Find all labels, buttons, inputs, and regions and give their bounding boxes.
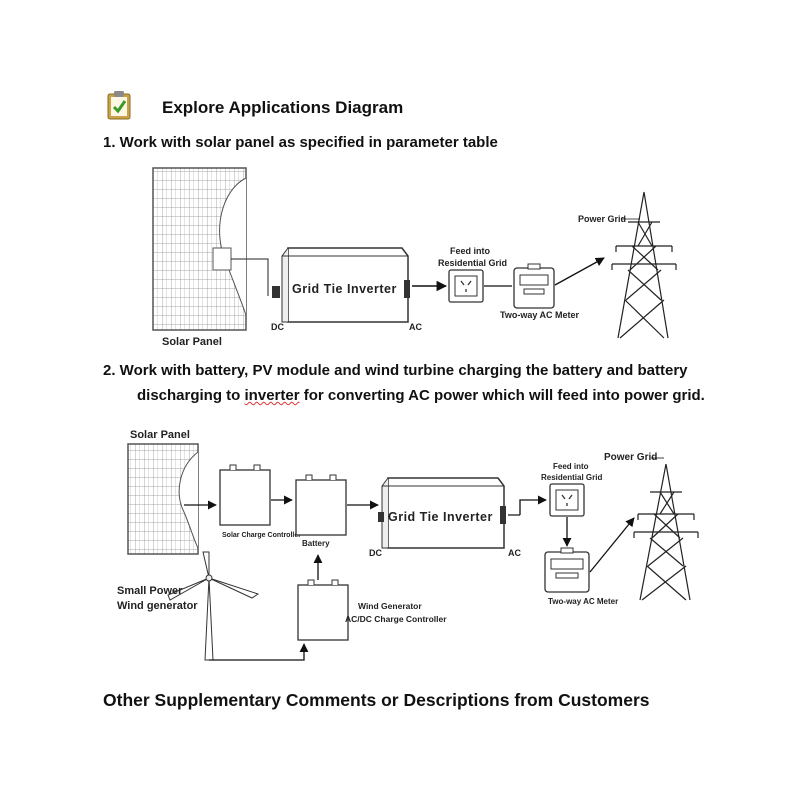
step-1-text: 1. Work with solar panel as specified in… — [103, 134, 498, 151]
step-2-text-a: discharging to — [137, 387, 245, 404]
power-tower-2 — [633, 463, 699, 601]
meter-1 — [513, 263, 555, 309]
power-tower-1 — [611, 191, 677, 339]
feed-2-label-2: Residential Grid — [541, 473, 602, 482]
feed-label-1: Feed into — [450, 246, 491, 256]
feed-2-label-1: Feed into — [553, 462, 589, 471]
solar-panel-2-label: Solar Panel — [130, 429, 190, 441]
footer-heading: Other Supplementary Comments or Descript… — [103, 690, 650, 710]
wind-label-2: Wind generator — [117, 600, 198, 612]
inverter-2-label: Grid Tie Inverter — [388, 510, 493, 524]
battery — [295, 474, 347, 536]
wind-label-1: Small Power — [117, 585, 183, 597]
meter-label: Two-way AC Meter — [500, 310, 580, 320]
feed-label-2: Residential Grid — [438, 258, 507, 268]
inverter-1 — [281, 247, 410, 323]
inverter-2 — [378, 477, 506, 549]
outlet-1 — [448, 269, 484, 303]
outlet-2 — [549, 483, 585, 517]
solar-panel-2 — [127, 443, 199, 555]
meter-2 — [544, 547, 590, 593]
step-2-text-word: inverter — [244, 387, 300, 404]
clipboard-check-icon — [107, 91, 131, 120]
dc-label: DC — [271, 322, 284, 332]
step-2-text-line1: 2. Work with battery, PV module and wind… — [103, 362, 688, 379]
battery-label: Battery — [302, 539, 330, 548]
power-grid-2-label: Power Grid — [604, 452, 657, 463]
meter-2-label: Two-way AC Meter — [548, 597, 618, 606]
wind-turbine — [167, 551, 260, 661]
solar-panel-label: Solar Panel — [162, 336, 222, 348]
page-title: Explore Applications Diagram — [162, 98, 404, 117]
wind-charge-controller — [297, 579, 349, 641]
wind-ctrl-label-1: Wind Generator — [358, 601, 422, 611]
step-2-text-line2: discharging to inverter for converting A… — [137, 387, 705, 404]
solar-panel-1 — [152, 167, 247, 331]
inverter-label: Grid Tie Inverter — [292, 282, 397, 296]
step-2-text-b: for converting AC power which will feed … — [299, 387, 705, 404]
ac-2-label: AC — [508, 548, 521, 558]
power-grid-label: Power Grid — [578, 214, 626, 224]
wind-ctrl-label-2: AC/DC Charge Controller — [345, 614, 447, 624]
solar-charge-controller — [219, 464, 271, 526]
dc-2-label: DC — [369, 548, 382, 558]
charge-controller-label: Solar Charge Controller — [222, 532, 301, 539]
ac-label: AC — [409, 322, 422, 332]
